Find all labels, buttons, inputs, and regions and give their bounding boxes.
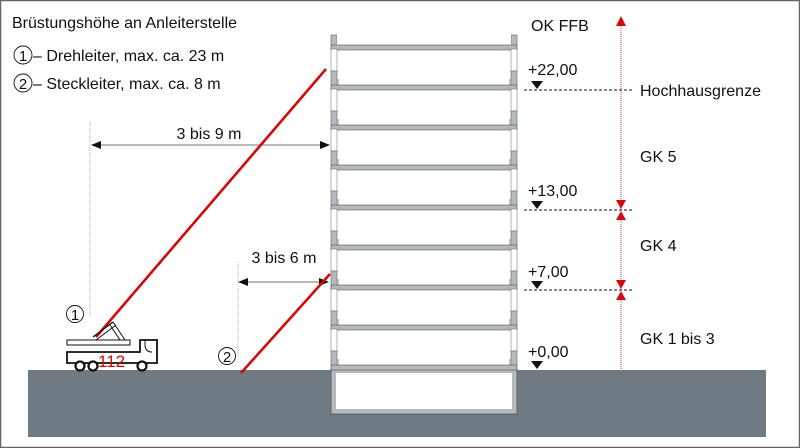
- marker-2: 2: [223, 349, 231, 366]
- red-arrowheads: [616, 16, 626, 300]
- level-0-label: +0,00: [528, 344, 569, 361]
- level-22-label: +22,00: [528, 62, 577, 79]
- marker-1-circle: [66, 305, 84, 323]
- legend-1-label: – Drehleiter, max. ca. 23 m: [33, 48, 224, 65]
- gk1-3-label: GK 1 bis 3: [640, 331, 715, 348]
- legend-2-circle: [13, 73, 33, 93]
- distance-label-2: 3 bis 6 m: [252, 250, 317, 267]
- portable-ladder: [240, 273, 331, 374]
- ok-ffb-label: OK FFB: [531, 18, 589, 35]
- level-13-label: +13,00: [528, 183, 577, 200]
- level-7-label: +7,00: [528, 264, 569, 281]
- high-rise-boundary-label: Hochhausgrenze: [640, 83, 761, 100]
- fire-truck-icon: [66, 321, 158, 372]
- legend-2-label: – Steckleiter, max. ca. 8 m: [33, 76, 221, 93]
- distance-label-1: 3 bis 9 m: [177, 126, 242, 143]
- diagram-title: Brüstungshöhe an Anleiterstelle: [12, 15, 237, 32]
- marker-1: 1: [71, 307, 79, 324]
- gk4-label: GK 4: [640, 238, 677, 255]
- level-lines: [524, 89, 632, 291]
- marker-2-circle: [218, 347, 236, 365]
- turntable-ladder: [95, 68, 327, 338]
- gk5-label: GK 5: [640, 149, 677, 166]
- legend-2-number: 2: [19, 76, 27, 93]
- truck-label: 112: [98, 352, 125, 371]
- level-markers: [531, 81, 543, 369]
- building-section: [330, 34, 518, 415]
- legend-1-circle: [13, 45, 33, 65]
- legend-1-number: 1: [19, 48, 27, 65]
